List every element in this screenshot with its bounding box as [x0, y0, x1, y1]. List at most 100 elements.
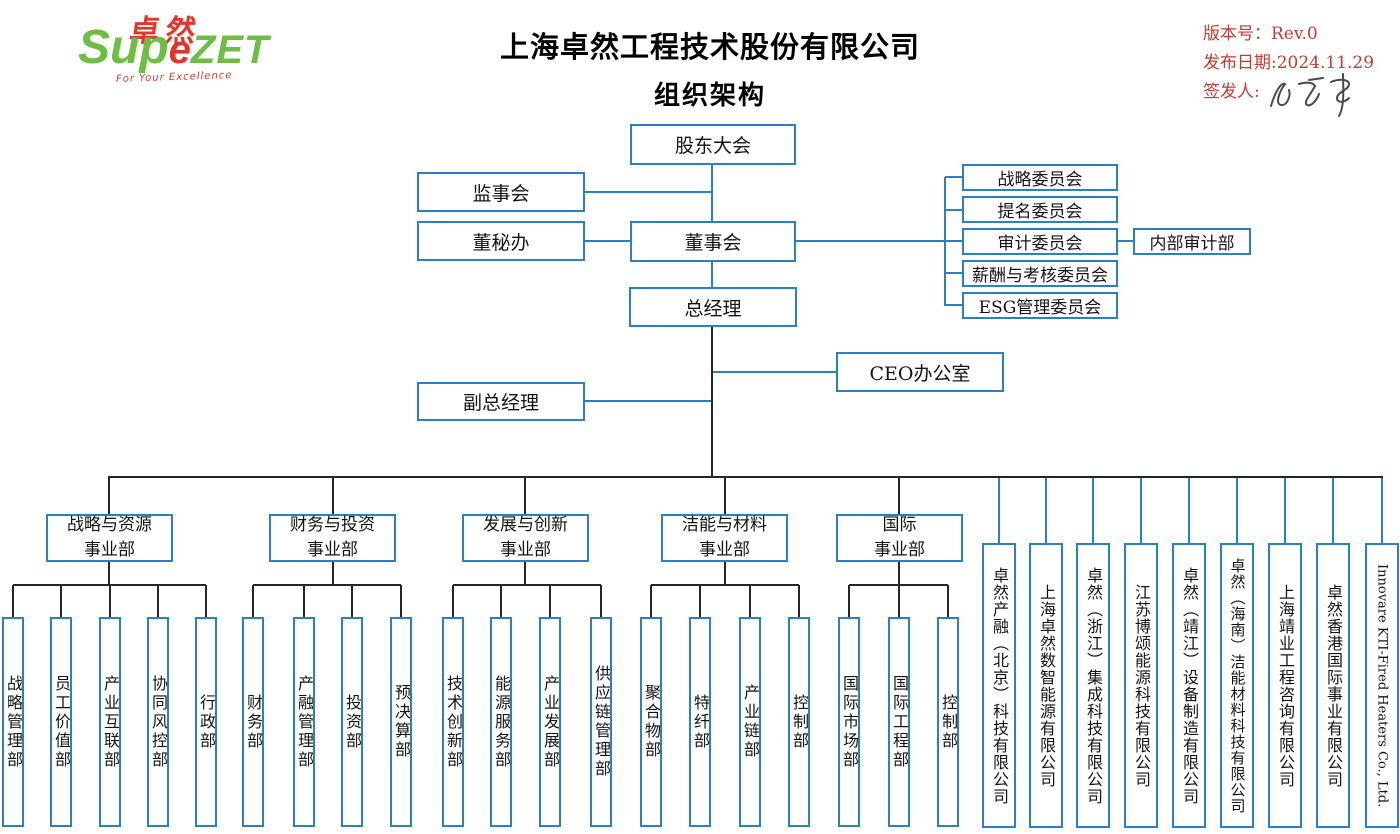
node-compensation-committee: 薪酬与考核委员会	[962, 260, 1118, 287]
connector-line	[898, 585, 900, 617]
node-dept-synergy-risk-control: 协同风控部	[147, 617, 169, 827]
connector-line	[724, 562, 726, 586]
node-dept-industry-internet: 产业互联部	[99, 617, 121, 827]
node-dept-administration: 行政部	[195, 617, 217, 827]
connector-line	[549, 585, 551, 617]
connector-line	[712, 371, 836, 373]
connector-line	[1284, 477, 1286, 543]
connector-line	[795, 240, 945, 242]
connector-line	[651, 584, 799, 586]
connector-line	[109, 585, 111, 617]
node-dept-intl-engineering: 国际工程部	[888, 617, 910, 827]
connector-line	[585, 191, 712, 193]
connector-line	[108, 476, 1383, 478]
node-esg-committee: ESG管理委员会	[962, 292, 1118, 319]
connector-line	[848, 585, 850, 617]
connector-line	[252, 585, 254, 617]
connector-line	[945, 209, 962, 211]
connector-line	[945, 304, 962, 306]
connector-line	[453, 584, 601, 586]
node-audit-committee: 审计委员会	[962, 228, 1118, 255]
node-div-finance-investment: 财务与投资 事业部	[269, 514, 396, 562]
connector-line	[1381, 477, 1383, 543]
logo-latin-text: SupeZET	[78, 24, 269, 72]
connector-line	[1140, 477, 1142, 543]
node-co-innovare-kti-fired-heaters: Innovare KTI-Fired Heaters Co., Ltd.	[1365, 543, 1399, 828]
page-title: 上海卓然工程技术股份有限公司	[499, 30, 920, 64]
connector-line	[108, 477, 110, 514]
logo-text-green-head: Sup	[78, 21, 169, 74]
node-dept-control-d4: 控制部	[788, 617, 810, 827]
node-dept-control-d5: 控制部	[937, 617, 959, 827]
connector-line	[947, 585, 949, 617]
logo-text-green-tail: ZET	[190, 28, 270, 72]
connector-line	[332, 477, 334, 514]
node-dept-special-fiber: 特纤部	[689, 617, 711, 827]
node-div-international: 国际 事业部	[836, 514, 963, 562]
node-dept-supply-chain-mgmt: 供应链管理部	[590, 617, 612, 827]
version-number: 版本号：Rev.0	[1203, 24, 1318, 44]
connector-line	[749, 585, 751, 617]
connector-line	[650, 585, 652, 617]
connector-line	[253, 584, 401, 586]
node-deputy-general-manager: 副总经理	[417, 382, 585, 421]
connector-line	[898, 477, 900, 514]
connector-line	[998, 477, 1000, 543]
connector-line	[1236, 477, 1238, 543]
signer-label: 签发人:	[1203, 82, 1260, 102]
node-co-zhuoran-zhejiang: 卓然（浙江）集成科技有限公司	[1076, 543, 1110, 828]
document-meta: 版本号：Rev.0 发布日期:2024.11.29 签发人:	[1203, 20, 1375, 117]
node-dept-budget-settlement: 预决算部	[390, 617, 412, 827]
connector-line	[711, 262, 713, 287]
node-shareholders-meeting: 股东大会	[630, 124, 796, 165]
node-ceo-office: CEO办公室	[836, 352, 1004, 392]
connector-line	[585, 240, 630, 242]
node-dept-employee-value: 员工价值部	[50, 617, 72, 827]
node-co-shanghai-shuzhi-energy: 上海卓然数智能源有限公司	[1029, 543, 1063, 828]
connector-line	[1045, 477, 1047, 543]
node-dept-polymer: 聚合物部	[640, 617, 662, 827]
release-date: 发布日期:2024.11.29	[1203, 53, 1375, 73]
node-board-secretary-office: 董秘办	[417, 221, 585, 261]
node-dept-intl-market: 国际市场部	[838, 617, 860, 827]
node-div-strategy-resources: 战略与资源 事业部	[46, 514, 173, 562]
connector-line	[400, 585, 402, 617]
connector-line	[711, 327, 713, 478]
node-strategy-committee: 战略委员会	[962, 164, 1118, 191]
connector-line	[524, 477, 526, 514]
connector-line	[1092, 477, 1094, 543]
connector-line	[945, 272, 962, 274]
connector-line	[585, 400, 712, 402]
node-dept-industry-finance-mgmt: 产融管理部	[293, 617, 315, 827]
connector-line	[351, 585, 353, 617]
node-co-zhuoran-chanrong-beijing: 卓然产融（北京）科技有限公司	[982, 543, 1016, 828]
connector-line	[12, 585, 14, 617]
node-internal-audit-dept: 内部审计部	[1133, 228, 1251, 255]
connector-line	[724, 477, 726, 514]
connector-line	[108, 562, 110, 586]
connector-line	[898, 562, 900, 586]
connector-line	[524, 562, 526, 586]
page-title-block: 上海卓然工程技术股份有限公司 组织架构	[410, 24, 1010, 112]
node-dept-industry-chain: 产业链部	[739, 617, 761, 827]
node-general-manager: 总经理	[629, 287, 797, 327]
node-co-zhuoran-hongkong-intl: 卓然香港国际事业有限公司	[1316, 543, 1350, 828]
node-co-zhuoran-jingjiang-equipment: 卓然（靖江）设备制造有限公司	[1172, 543, 1206, 828]
node-dept-finance: 财务部	[242, 617, 264, 827]
connector-line	[500, 585, 502, 617]
connector-line	[60, 585, 62, 617]
connector-line	[205, 585, 207, 617]
connector-line	[332, 562, 334, 586]
connector-line	[945, 240, 962, 242]
signature-icon	[1270, 73, 1351, 117]
node-co-jiangsu-bosong-energy: 江苏博颂能源科技有限公司	[1124, 543, 1158, 828]
connector-line	[699, 585, 701, 617]
node-co-shanghai-jingye-consulting: 上海靖业工程咨询有限公司	[1268, 543, 1302, 828]
page-subtitle: 组织架构	[653, 81, 766, 111]
connector-line	[711, 165, 713, 221]
logo-text-red: e	[168, 28, 191, 72]
signer-row: 签发人:	[1203, 73, 1374, 117]
node-dept-tech-innovation: 技术创新部	[442, 617, 464, 827]
connector-line	[157, 585, 159, 617]
